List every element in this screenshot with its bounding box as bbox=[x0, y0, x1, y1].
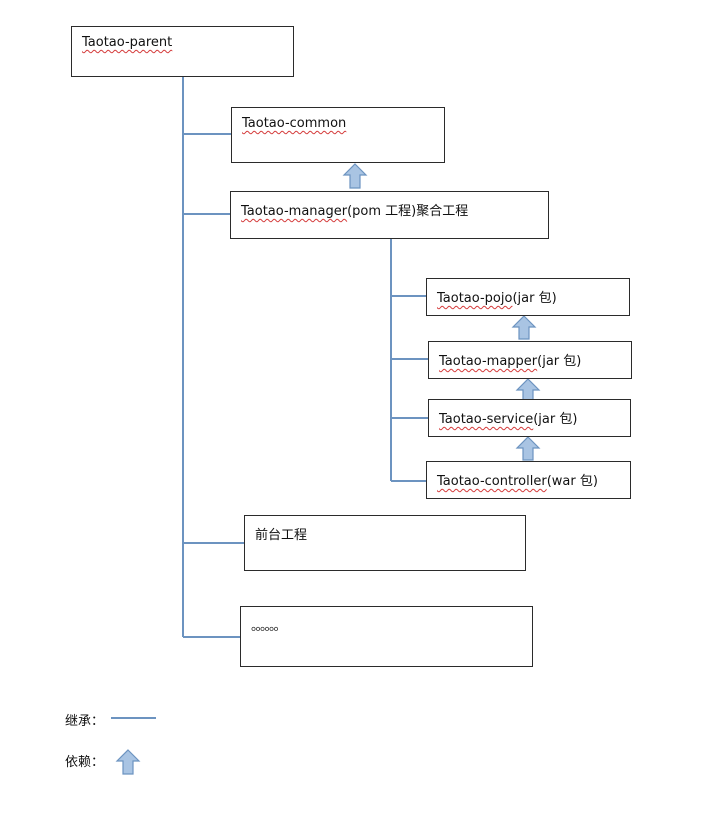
depend-arrow-service-mapper bbox=[515, 378, 541, 401]
node-frontend-label: 前台工程 bbox=[255, 528, 308, 543]
node-controller-label: Taotao-controller bbox=[437, 474, 547, 489]
node-taotao-manager: Taotao-manager(pom 工程)聚合工程 bbox=[230, 191, 549, 239]
depend-arrow-manager-common bbox=[342, 163, 368, 189]
node-pojo-label: Taotao-pojo bbox=[437, 291, 513, 306]
node-taotao-mapper: Taotao-mapper(jar 包) bbox=[428, 341, 632, 379]
node-more-ellipsis: 。。。。。。 bbox=[240, 606, 533, 667]
node-taotao-service: Taotao-service(jar 包) bbox=[428, 399, 631, 437]
node-frontend-project: 前台工程 bbox=[244, 515, 526, 571]
node-controller-suffix: (war 包) bbox=[546, 474, 598, 489]
node-manager-label: Taotao-manager bbox=[241, 204, 348, 219]
node-manager-suffix: (pom 工程)聚合工程 bbox=[347, 204, 469, 219]
legend-depend-arrow bbox=[115, 749, 141, 775]
node-taotao-common: Taotao-common bbox=[231, 107, 445, 163]
node-taotao-controller: Taotao-controller(war 包) bbox=[426, 461, 631, 499]
node-mapper-label: Taotao-mapper bbox=[439, 354, 538, 369]
node-taotao-pojo: Taotao-pojo(jar 包) bbox=[426, 278, 630, 316]
node-pojo-suffix: (jar 包) bbox=[512, 291, 557, 306]
node-more-label: 。。。。。。 bbox=[251, 619, 286, 634]
node-service-suffix: (jar 包) bbox=[533, 412, 578, 427]
node-taotao-parent: Taotao-parent bbox=[71, 26, 294, 77]
legend-inherit-label: 继承： bbox=[65, 714, 105, 729]
node-service-label: Taotao-service bbox=[439, 412, 534, 427]
node-mapper-suffix: (jar 包) bbox=[537, 354, 582, 369]
node-parent-label: Taotao-parent bbox=[82, 35, 173, 50]
legend-depend-label: 依赖： bbox=[65, 755, 105, 770]
depend-arrow-mapper-pojo bbox=[511, 315, 537, 340]
node-common-label: Taotao-common bbox=[242, 116, 347, 131]
depend-arrow-controller-service bbox=[515, 436, 541, 461]
